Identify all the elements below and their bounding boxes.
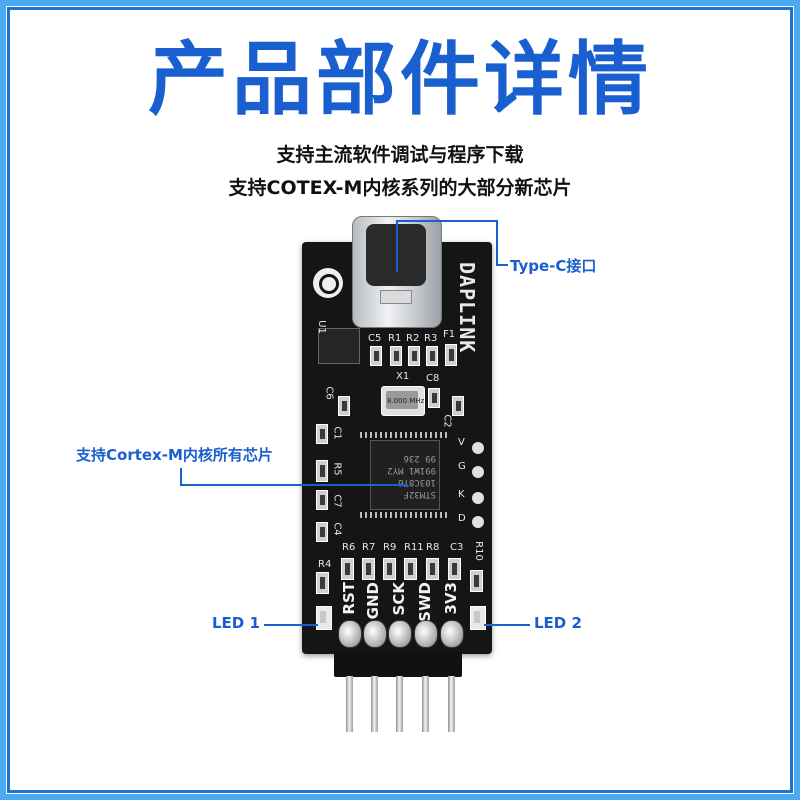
solder-joint-sck: [388, 620, 412, 648]
board-logo-icon: [313, 268, 343, 298]
callout-chip: 支持Cortex-M内核所有芯片: [76, 446, 273, 464]
capacitor-c3: [448, 558, 461, 580]
test-pad-d: [472, 516, 484, 528]
silk-label-r8: R8: [426, 542, 440, 553]
resistor-r1: [390, 346, 402, 366]
silk-label-r2: R2: [406, 333, 420, 344]
capacitor-c4: [316, 522, 328, 542]
resistor-r9: [383, 558, 396, 580]
silk-label-c7: C7: [331, 494, 343, 508]
voltage-regulator: [318, 328, 360, 364]
page-title: 产品部件详情: [148, 33, 652, 126]
resistor-r3: [426, 346, 438, 366]
silk-label-u1: U1: [315, 320, 327, 334]
header-pin-swd: [422, 676, 429, 732]
silk-label-d: D: [458, 513, 466, 524]
subtitle-line-2: 支持COTEX-M内核系列的大部分新芯片: [228, 177, 572, 199]
silk-label-f1: F1: [443, 329, 456, 340]
silk-label-r11: R11: [404, 542, 424, 553]
silk-label-r7: R7: [362, 542, 376, 553]
silk-label-g: G: [458, 461, 466, 472]
led-1: [316, 606, 332, 630]
pin-label-swd: SWD: [416, 582, 434, 622]
capacitor-c1: [316, 424, 328, 444]
callout-line-led2: [484, 624, 530, 626]
pin-label-rst: RST: [340, 582, 358, 615]
board-brand-label: DAPLINK: [455, 262, 479, 354]
header-pin-gnd: [371, 676, 378, 732]
capacitor-c5: [370, 346, 382, 366]
pin-label-3v3: 3V3: [442, 582, 460, 615]
silk-label-x1: X1: [396, 371, 410, 382]
capacitor-c2: [452, 396, 464, 416]
test-pad-v: [472, 442, 484, 454]
callout-line-usb-vertical: [396, 220, 398, 272]
callout-usb: Type-C接口: [510, 257, 597, 275]
silk-label-r3: R3: [424, 333, 438, 344]
pin-label-sck: SCK: [390, 582, 408, 616]
resistor-r10: [470, 570, 483, 592]
crystal-marking: 8.000 MHz: [387, 397, 425, 405]
resistor-r4: [316, 572, 329, 594]
silk-label-r1: R1: [388, 333, 402, 344]
mcu-chip: [370, 440, 440, 510]
pin-header: [334, 651, 462, 677]
header-pin-sck: [396, 676, 403, 732]
callout-line-usb-drop: [496, 220, 498, 266]
pin-label-gnd: GND: [364, 582, 382, 620]
led-2: [470, 606, 486, 630]
callout-line-chip-drop: [180, 468, 182, 486]
capacitor-c7: [316, 490, 328, 510]
resistor-r6: [341, 558, 354, 580]
fuse-f1: [445, 344, 457, 366]
silk-label-c5: C5: [368, 333, 382, 344]
silk-label-c2: C2: [441, 414, 453, 428]
callout-line-chip: [180, 484, 408, 486]
resistor-r7: [362, 558, 375, 580]
header-pin-rst: [346, 676, 353, 732]
resistor-r11: [404, 558, 417, 580]
silk-label-r9: R9: [383, 542, 397, 553]
silk-label-c3: C3: [450, 542, 464, 553]
callout-line-led1: [264, 624, 318, 626]
callout-led2: LED 2: [534, 614, 582, 632]
solder-joint-swd: [414, 620, 438, 648]
resistor-r5: [316, 460, 328, 482]
callout-led1: LED 1: [212, 614, 260, 632]
silk-label-c1: C1: [331, 426, 343, 440]
resistor-r8: [426, 558, 439, 580]
usb-c-solder-tab: [380, 290, 412, 304]
subtitle-line-1: 支持主流软件调试与程序下载: [276, 144, 524, 166]
silk-label-c8: C8: [426, 373, 440, 384]
test-pad-k: [472, 492, 484, 504]
silk-label-c4: C4: [331, 522, 343, 536]
test-pad-g: [472, 466, 484, 478]
solder-joint-rst: [338, 620, 362, 648]
silk-label-r5: R5: [331, 462, 343, 476]
mcu-chip-marking: STM32F 103C8T6 991W1 MY2 99 236: [387, 453, 436, 499]
solder-joint-3v3: [440, 620, 464, 648]
header-pin-3v3: [448, 676, 455, 732]
silk-label-k: K: [458, 489, 465, 500]
callout-line-usb-top: [396, 220, 498, 222]
silk-label-r4: R4: [318, 559, 332, 570]
silk-label-v: V: [458, 437, 465, 448]
solder-joint-gnd: [363, 620, 387, 648]
crystal-oscillator: [381, 386, 425, 416]
silk-label-r10: R10: [472, 541, 484, 561]
silk-label-c6: C6: [323, 386, 335, 400]
callout-line-usb-end: [496, 264, 508, 266]
resistor-r2: [408, 346, 420, 366]
capacitor-c8: [428, 388, 440, 408]
silk-label-r6: R6: [342, 542, 356, 553]
capacitor-c6: [338, 396, 350, 416]
